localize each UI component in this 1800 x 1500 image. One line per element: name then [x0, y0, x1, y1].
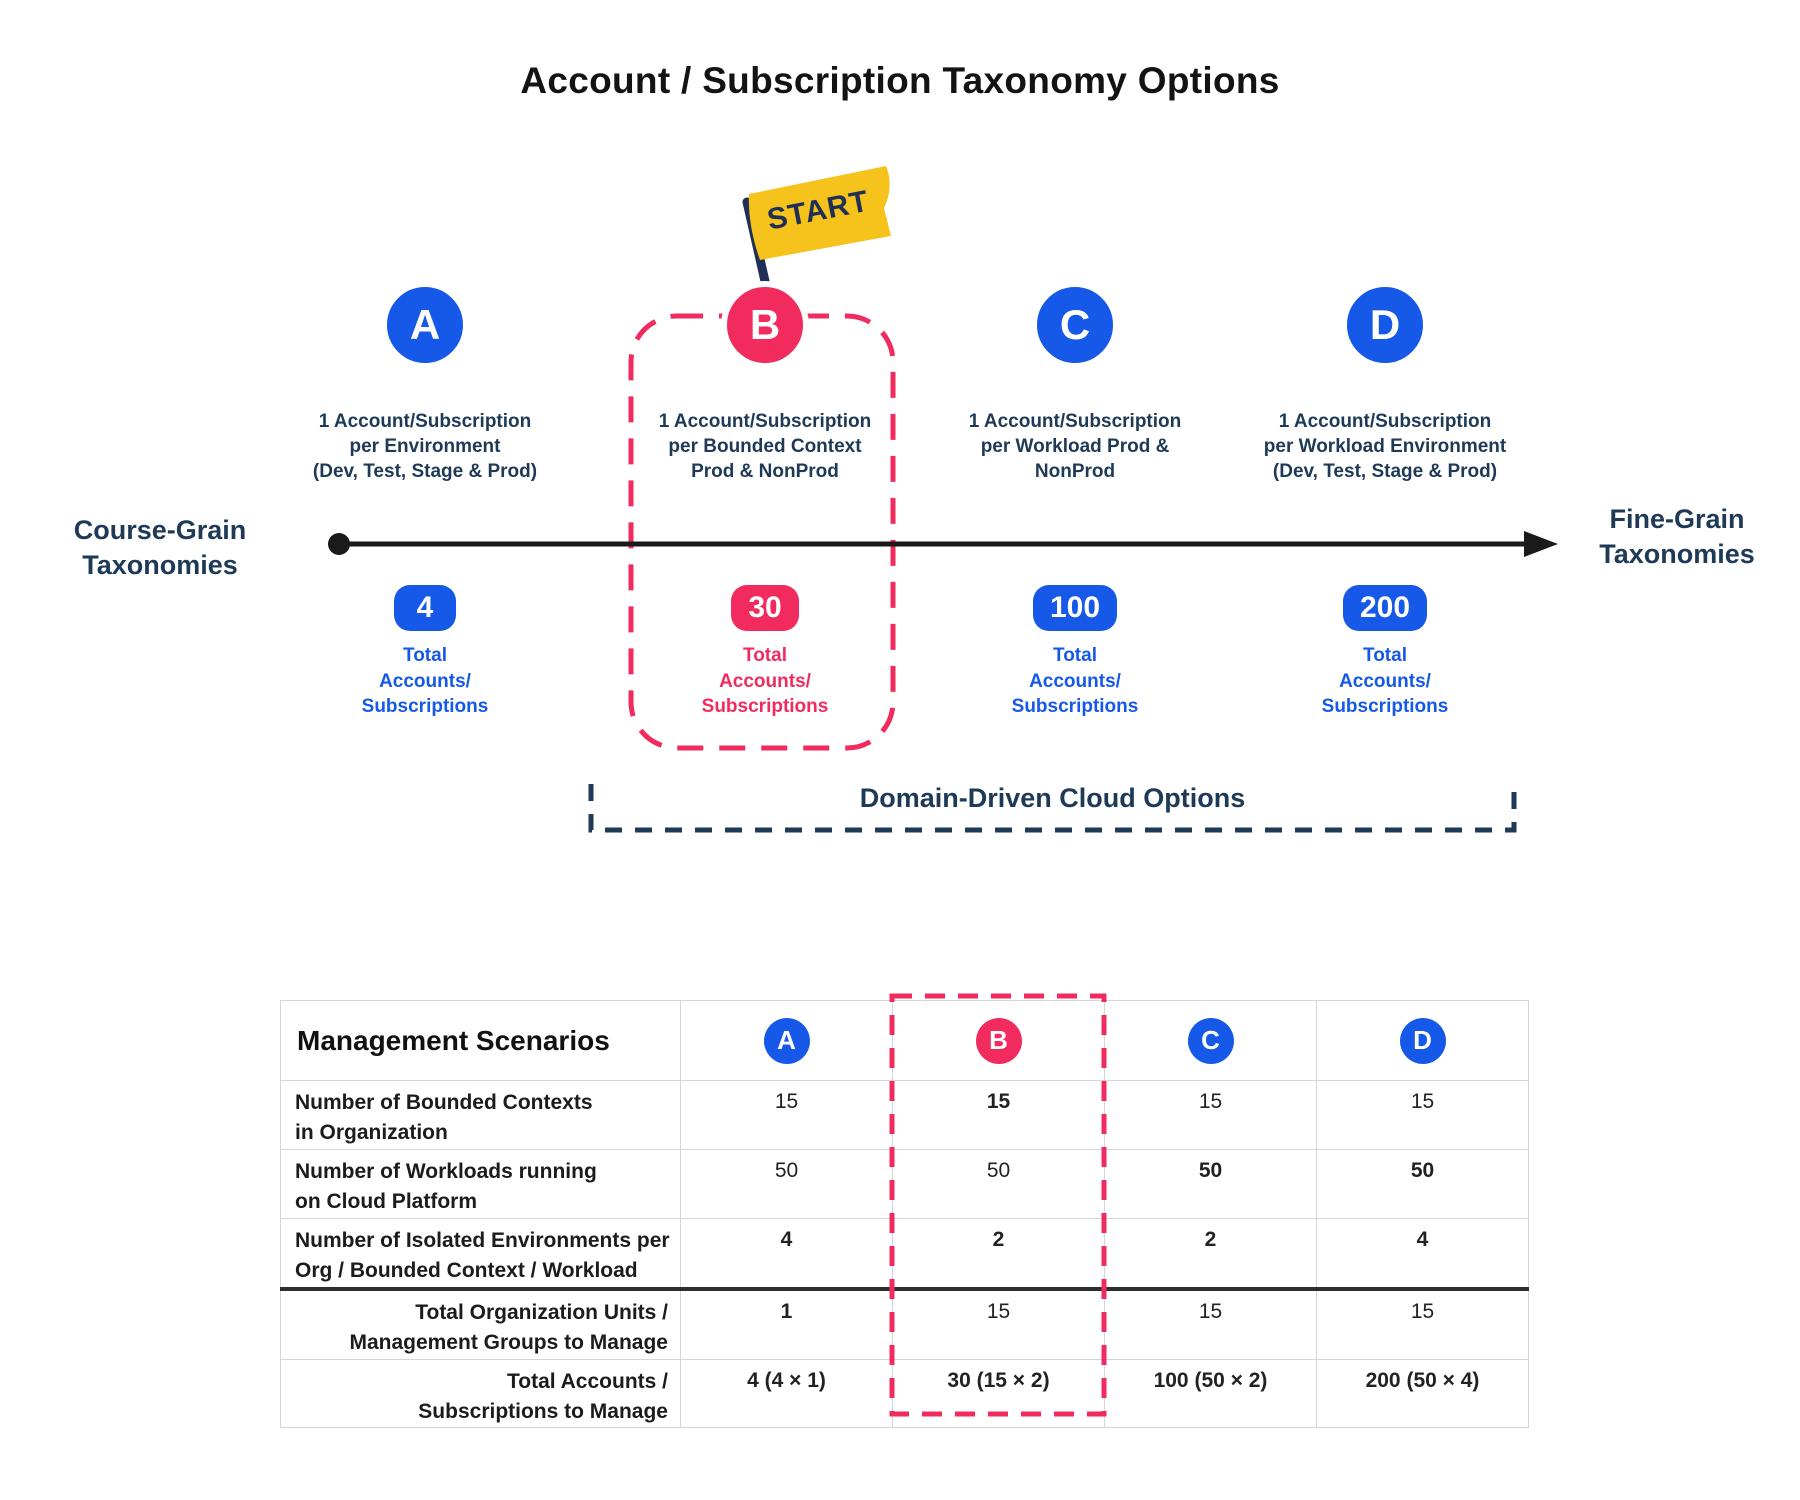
management-scenarios-table: Management Scenarios A B C D Number of B… [280, 1000, 1529, 1429]
option-c-count-badge: 100 [1032, 585, 1118, 631]
cell-value: 200 (50 × 4) [1316, 1358, 1529, 1429]
option-a-totals: 4 Total Accounts/ Subscriptions [265, 585, 585, 720]
cell-value: 15 [680, 1080, 893, 1150]
row-label: Number of Isolated Environments per Org … [280, 1217, 681, 1290]
option-b-count-badge: 30 [731, 585, 799, 631]
option-a-count-label: Total Accounts/ Subscriptions [361, 645, 489, 718]
table-header-row: Management Scenarios A B C D [280, 1000, 1529, 1081]
flag-cloth [748, 166, 891, 260]
cell-value: 15 [1316, 1080, 1529, 1150]
cell-value: 50 [892, 1148, 1105, 1219]
option-c: C 1 Account/Subscription per Workload Pr… [915, 281, 1235, 484]
row-label: Total Accounts / Subscriptions to Manage [280, 1358, 681, 1429]
granularity-axis-arrow [328, 531, 1558, 557]
cell-value: 50 [680, 1148, 893, 1219]
cell-value: 4 [680, 1217, 893, 1290]
option-c-totals: 100 Total Accounts/ Subscriptions [915, 585, 1235, 720]
option-d: D 1 Account/Subscription per Workload En… [1225, 281, 1545, 484]
option-c-count-label: Total Accounts/ Subscriptions [1011, 645, 1139, 718]
cell-value: 2 [1104, 1217, 1317, 1290]
cell-value: 4 [1316, 1217, 1529, 1290]
option-b-totals: 30 Total Accounts/ Subscriptions [605, 585, 925, 720]
column-c-circle: C [1187, 1017, 1234, 1064]
option-d-circle: D [1341, 281, 1429, 369]
cell-value: 15 [1104, 1080, 1317, 1150]
table-row: Number of Bounded Contexts in Organizati… [280, 1080, 1529, 1150]
option-a-count-badge: 4 [394, 585, 456, 631]
column-d-circle: D [1399, 1017, 1446, 1064]
cell-value: 50 [1316, 1148, 1529, 1219]
option-b: B 1 Account/Subscription per Bounded Con… [605, 281, 925, 484]
option-a: A 1 Account/Subscription per Environment… [265, 281, 585, 484]
domain-driven-label: Domain-Driven Cloud Options [859, 783, 1246, 813]
option-d-description: 1 Account/Subscription per Workload Envi… [1263, 411, 1507, 483]
row-label: Number of Bounded Contexts in Organizati… [280, 1080, 681, 1150]
option-a-circle: A [381, 281, 469, 369]
option-a-description: 1 Account/Subscription per Environment (… [312, 411, 538, 483]
table-row: Total Accounts / Subscriptions to Manage… [280, 1358, 1529, 1429]
domain-driven-bracket [588, 784, 1517, 833]
start-flag-icon: START [742, 166, 891, 295]
option-b-description: 1 Account/Subscription per Bounded Conte… [658, 411, 872, 483]
coarse-grain-label: Course-Grain Taxonomies [73, 515, 247, 581]
option-c-circle: C [1031, 281, 1119, 369]
option-b-circle: B [721, 281, 809, 369]
column-b-highlight-box [889, 993, 1107, 1417]
cell-value: 4 (4 × 1) [680, 1358, 893, 1429]
cell-value: 30 (15 × 2) [892, 1358, 1105, 1429]
cell-value: 15 [892, 1286, 1105, 1360]
row-label: Total Organization Units / Management Gr… [280, 1286, 681, 1360]
option-d-totals: 200 Total Accounts/ Subscriptions [1225, 585, 1545, 720]
table-row: Number of Isolated Environments per Org … [280, 1217, 1529, 1290]
option-d-count-label: Total Accounts/ Subscriptions [1321, 645, 1449, 718]
column-a-circle: A [763, 1017, 810, 1064]
table-title: Management Scenarios [280, 1000, 681, 1081]
cell-value: 15 [1316, 1286, 1529, 1360]
column-b-circle: B [975, 1017, 1022, 1064]
table-row: Number of Workloads running on Cloud Pla… [280, 1148, 1529, 1219]
cell-value: 100 (50 × 2) [1104, 1358, 1317, 1429]
option-c-description: 1 Account/Subscription per Workload Prod… [968, 411, 1182, 483]
option-d-count-badge: 200 [1342, 585, 1428, 631]
table-row: Total Organization Units / Management Gr… [280, 1286, 1529, 1360]
row-label: Number of Workloads running on Cloud Pla… [280, 1148, 681, 1219]
cell-value: 1 [680, 1286, 893, 1360]
fine-grain-label: Fine-Grain Taxonomies [1599, 504, 1755, 570]
cell-value: 15 [1104, 1286, 1317, 1360]
page-title: Account / Subscription Taxonomy Options [520, 60, 1280, 101]
cell-value: 15 [892, 1080, 1105, 1150]
cell-value: 50 [1104, 1148, 1317, 1219]
option-b-count-label: Total Accounts/ Subscriptions [701, 645, 829, 718]
